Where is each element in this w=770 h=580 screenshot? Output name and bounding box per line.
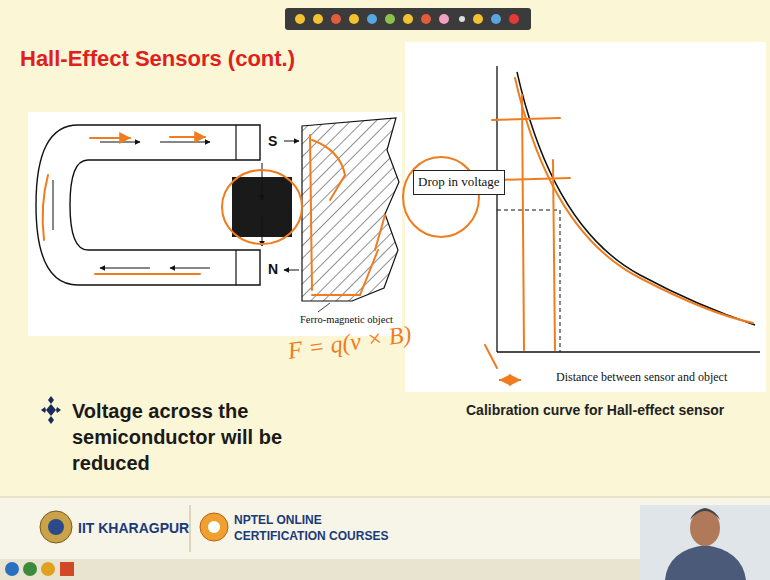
pole-label: N bbox=[267, 261, 279, 277]
slide-title: Hall-Effect Sensors (cont.) bbox=[20, 46, 295, 72]
handwritten-formula: F = q(v × B) bbox=[286, 321, 413, 365]
bullet-symbol bbox=[41, 396, 61, 424]
pole-label: S bbox=[267, 133, 278, 149]
pen-annotation bbox=[43, 135, 385, 295]
axis-label: Distance between sensor and object bbox=[556, 370, 727, 385]
annotation-toolbar bbox=[285, 8, 531, 30]
footer-band bbox=[0, 497, 770, 580]
calibration-graph bbox=[405, 42, 766, 392]
bullet-text: Voltage across the semiconductor will be… bbox=[72, 398, 304, 476]
part-label: Ferro-magnetic object bbox=[300, 314, 393, 325]
program-name: CERTIFICATION COURSES bbox=[234, 529, 388, 543]
program-name: NPTEL ONLINE bbox=[234, 513, 322, 527]
institute-name: IIT KHARAGPUR bbox=[78, 520, 189, 536]
figure-caption: Calibration curve for Hall-effect sensor bbox=[466, 402, 724, 418]
node-text: Drop in voltage bbox=[418, 174, 500, 191]
pen-annotation bbox=[403, 78, 753, 380]
hall-sensor-illustration bbox=[28, 112, 402, 336]
presenter-video bbox=[640, 505, 770, 580]
axis-label-box: Drop in voltage bbox=[413, 170, 505, 195]
